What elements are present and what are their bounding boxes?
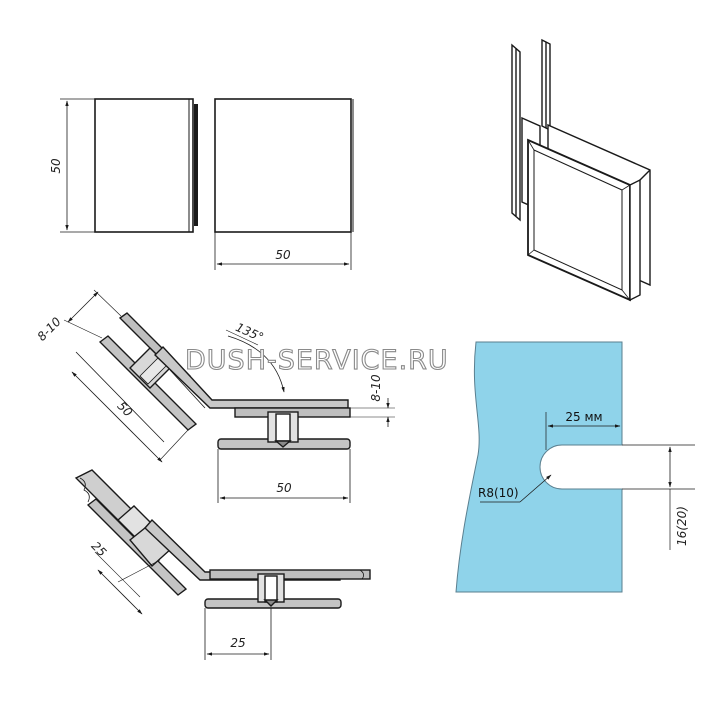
- front-width-label: 50: [275, 248, 291, 262]
- radius-leader: [519, 474, 552, 503]
- right-plate: [214, 98, 352, 233]
- left-plate: [94, 98, 194, 233]
- cutout-depth-label: 25 мм: [565, 410, 602, 424]
- front-height-label: 50: [49, 158, 63, 174]
- cutout-height-label: 16(20): [675, 506, 689, 546]
- s25-horizontal-glass: [209, 569, 371, 580]
- watermark: DUSH-SERVICE.RU: [185, 345, 449, 376]
- glass-cutout: [455, 341, 695, 593]
- s135-glass-label: 8-10: [35, 314, 64, 343]
- front-view: [60, 98, 354, 270]
- s135-bottom-label: 50: [276, 481, 292, 495]
- isometric-view: [511, 38, 651, 302]
- cutout-radius-label: R8(10): [478, 486, 519, 500]
- s135-arm-label: 50: [114, 399, 135, 420]
- glass-panel: [455, 341, 623, 593]
- s25-bottom-label: 25: [230, 636, 245, 650]
- s25-arm-label: 25: [88, 539, 109, 560]
- section-25: [74, 469, 371, 660]
- section-135: [63, 289, 395, 503]
- s135-thickness-label: 8-10: [369, 374, 383, 402]
